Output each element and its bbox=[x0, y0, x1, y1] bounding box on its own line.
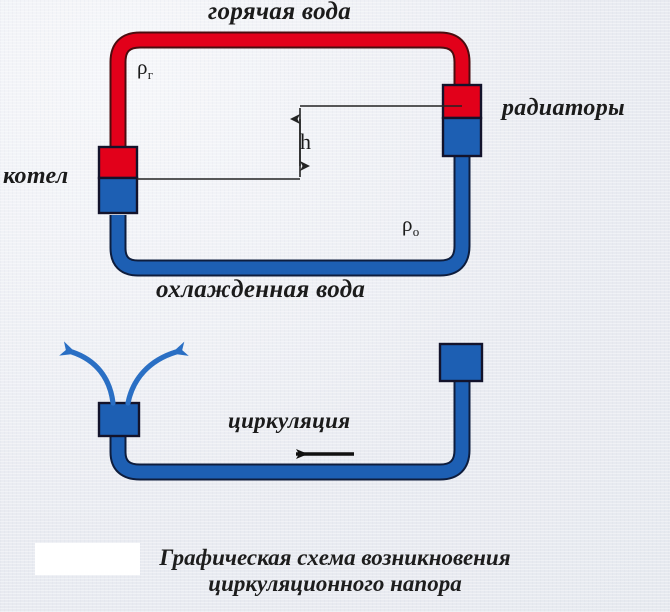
rho-cold-subscript: о bbox=[412, 224, 420, 240]
boiler-unit bbox=[97, 145, 139, 215]
diagram-caption: Графическая схема возникновения циркуляц… bbox=[0, 545, 670, 598]
label-circulation: циркуляция bbox=[228, 408, 351, 433]
radiator-unit bbox=[441, 83, 483, 158]
label-cold-water: охлажденная вода bbox=[156, 276, 366, 303]
lower-radiator-box bbox=[438, 342, 484, 383]
convection-arrow-left bbox=[59, 341, 116, 406]
caption-line-2: циркуляционного напора bbox=[208, 571, 462, 597]
cold-return-pipe bbox=[111, 118, 469, 275]
white-patch bbox=[35, 543, 140, 575]
label-boiler: котел bbox=[3, 163, 69, 189]
convection-arrow-right bbox=[125, 341, 189, 406]
lower-pipe bbox=[111, 380, 469, 479]
height-dimension bbox=[137, 105, 462, 180]
label-rho-cold: ρо bbox=[402, 212, 420, 240]
cold-return-pipe-outline bbox=[109, 118, 471, 277]
lower-circuit bbox=[59, 341, 484, 481]
rho-cold-symbol: ρ bbox=[402, 212, 413, 236]
label-radiators: радиаторы bbox=[502, 95, 625, 121]
label-rho-hot: ρг bbox=[137, 55, 153, 83]
radiator-hot-half bbox=[441, 83, 483, 120]
rho-hot-subscript: г bbox=[147, 67, 154, 83]
radiator-cold-half bbox=[441, 116, 483, 158]
hot-supply-pipe-outline bbox=[109, 31, 471, 150]
hot-supply-pipe bbox=[111, 33, 469, 150]
caption-line-1: Графическая схема возникновения bbox=[159, 545, 511, 570]
lower-boiler-box bbox=[97, 401, 141, 438]
rho-hot-symbol: ρ bbox=[137, 55, 148, 79]
boiler-hot-half bbox=[97, 145, 139, 180]
boiler-cold-half bbox=[97, 176, 139, 215]
label-hot-water: горячая вода bbox=[208, 0, 352, 25]
label-height-h: h bbox=[300, 129, 312, 154]
upper-circuit bbox=[97, 31, 483, 277]
